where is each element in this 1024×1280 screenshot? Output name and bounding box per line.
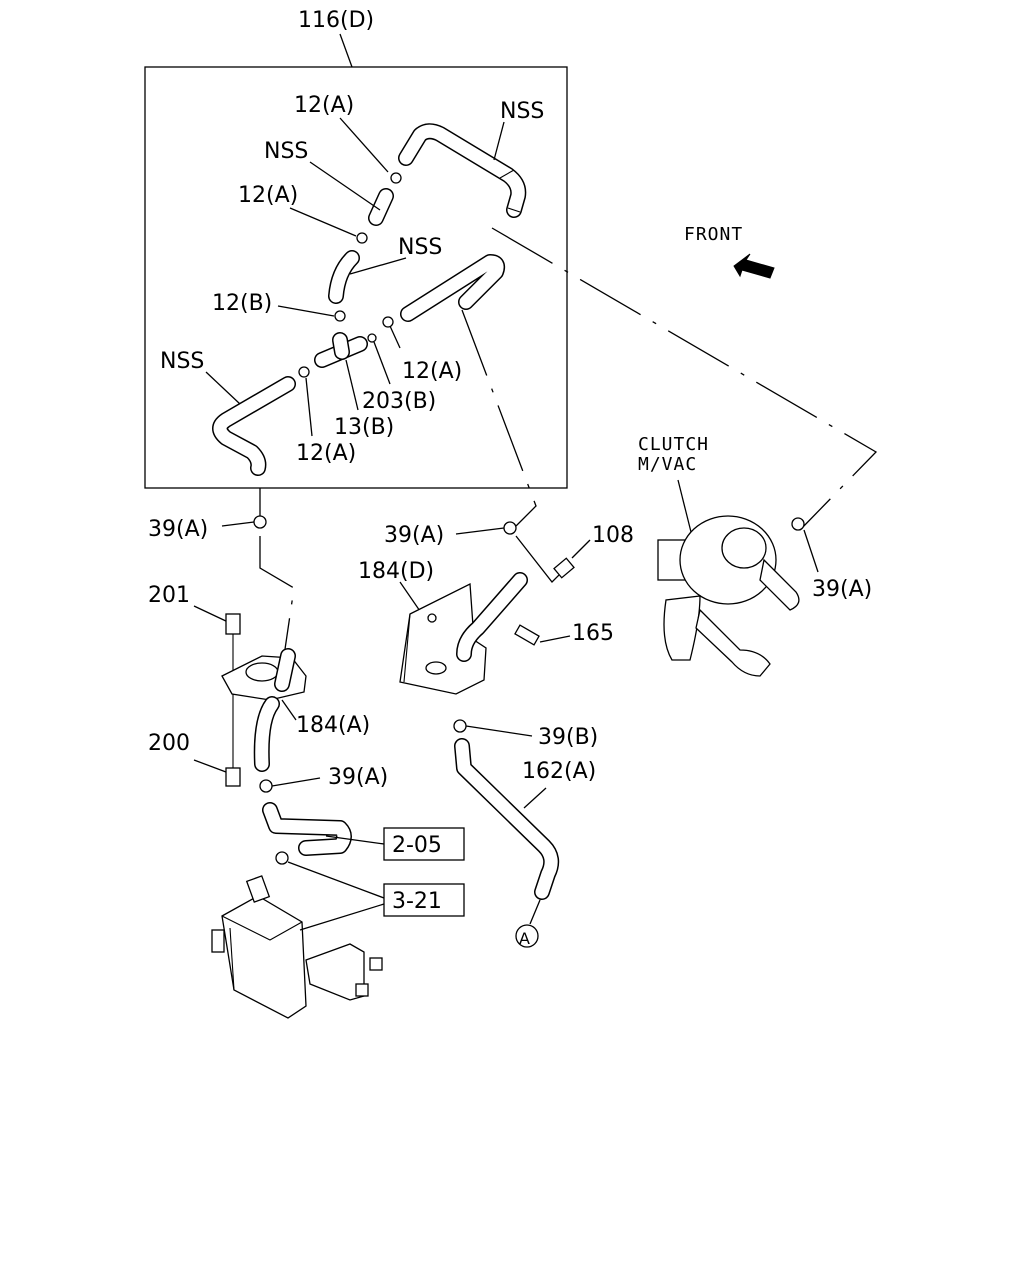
bolt-165 xyxy=(514,624,540,646)
label-12a-mid: 12(A) xyxy=(238,183,298,208)
label-12a-top: 12(A) xyxy=(294,93,354,118)
route-line-left xyxy=(259,488,295,657)
label-nss-lower: NSS xyxy=(160,349,204,374)
clutch-master-vac xyxy=(657,515,800,677)
label-108: 108 xyxy=(592,523,634,548)
ref-box-321[interactable] xyxy=(383,883,465,917)
label-184d: 184(D) xyxy=(358,559,434,584)
clamp-12a-right xyxy=(382,316,394,328)
group-box xyxy=(144,66,568,489)
upper-hose xyxy=(398,123,527,218)
route-line-right xyxy=(491,227,878,531)
label-12b: 12(B) xyxy=(212,291,272,316)
route-line-center xyxy=(461,309,537,527)
label-39a-right: 39(A) xyxy=(812,577,872,602)
elbow-hose xyxy=(328,250,360,304)
circle-a-label: A xyxy=(519,929,530,948)
clamp-39a-left xyxy=(253,515,267,529)
label-13b: 13(B) xyxy=(334,415,394,440)
fitting-108 xyxy=(553,557,575,579)
ref-box-205[interactable] xyxy=(383,827,465,861)
clip-200 xyxy=(225,767,241,787)
bracket-184a xyxy=(221,648,307,772)
bracket-184d xyxy=(399,572,528,695)
label-nss-upper: NSS xyxy=(500,99,544,124)
ref-label-321: 3-21 xyxy=(392,889,442,914)
route-line-108 xyxy=(515,535,569,583)
label-nss-elbow: NSS xyxy=(398,235,442,260)
clamp-12b xyxy=(334,310,346,322)
clamp-12a-lower xyxy=(298,366,310,378)
small-connector xyxy=(368,188,394,226)
circle-a xyxy=(515,924,539,948)
diagonal-hose xyxy=(400,254,506,322)
label-39a-center: 39(A) xyxy=(384,523,444,548)
label-12a-lower: 12(A) xyxy=(296,441,356,466)
mvac-label: M/VAC xyxy=(638,454,697,475)
lower-left-hose xyxy=(212,376,296,476)
clamp-39b xyxy=(453,719,467,733)
clamp-12a-top xyxy=(390,172,402,184)
label-201: 201 xyxy=(148,583,190,608)
clutch-label: CLUTCH xyxy=(638,434,709,455)
t-joint xyxy=(314,332,377,368)
clamp-39a-lower xyxy=(259,779,273,793)
group-label: 116(D) xyxy=(298,8,374,33)
label-165: 165 xyxy=(572,621,614,646)
label-39a-left: 39(A) xyxy=(148,517,208,542)
front-arrow-icon xyxy=(733,253,775,279)
label-12a-right: 12(A) xyxy=(402,359,462,384)
bolt-201 xyxy=(225,613,241,770)
front-label: FRONT xyxy=(684,224,743,245)
label-39b: 39(B) xyxy=(538,725,598,750)
label-184a: 184(A) xyxy=(296,713,370,738)
label-162a: 162(A) xyxy=(522,759,596,784)
clamp-39a-right xyxy=(791,517,805,531)
clamp-12a-mid xyxy=(356,232,368,244)
label-203b: 203(B) xyxy=(362,389,436,414)
hose-to-205 xyxy=(262,802,352,856)
label-39a-lower: 39(A) xyxy=(328,765,388,790)
clamp-39a-center xyxy=(503,521,517,535)
hose-162a xyxy=(454,738,560,900)
ref-label-205: 2-05 xyxy=(392,833,442,858)
label-200: 200 xyxy=(148,731,190,756)
label-nss-connector: NSS xyxy=(264,139,308,164)
canister-assembly xyxy=(211,851,383,1019)
